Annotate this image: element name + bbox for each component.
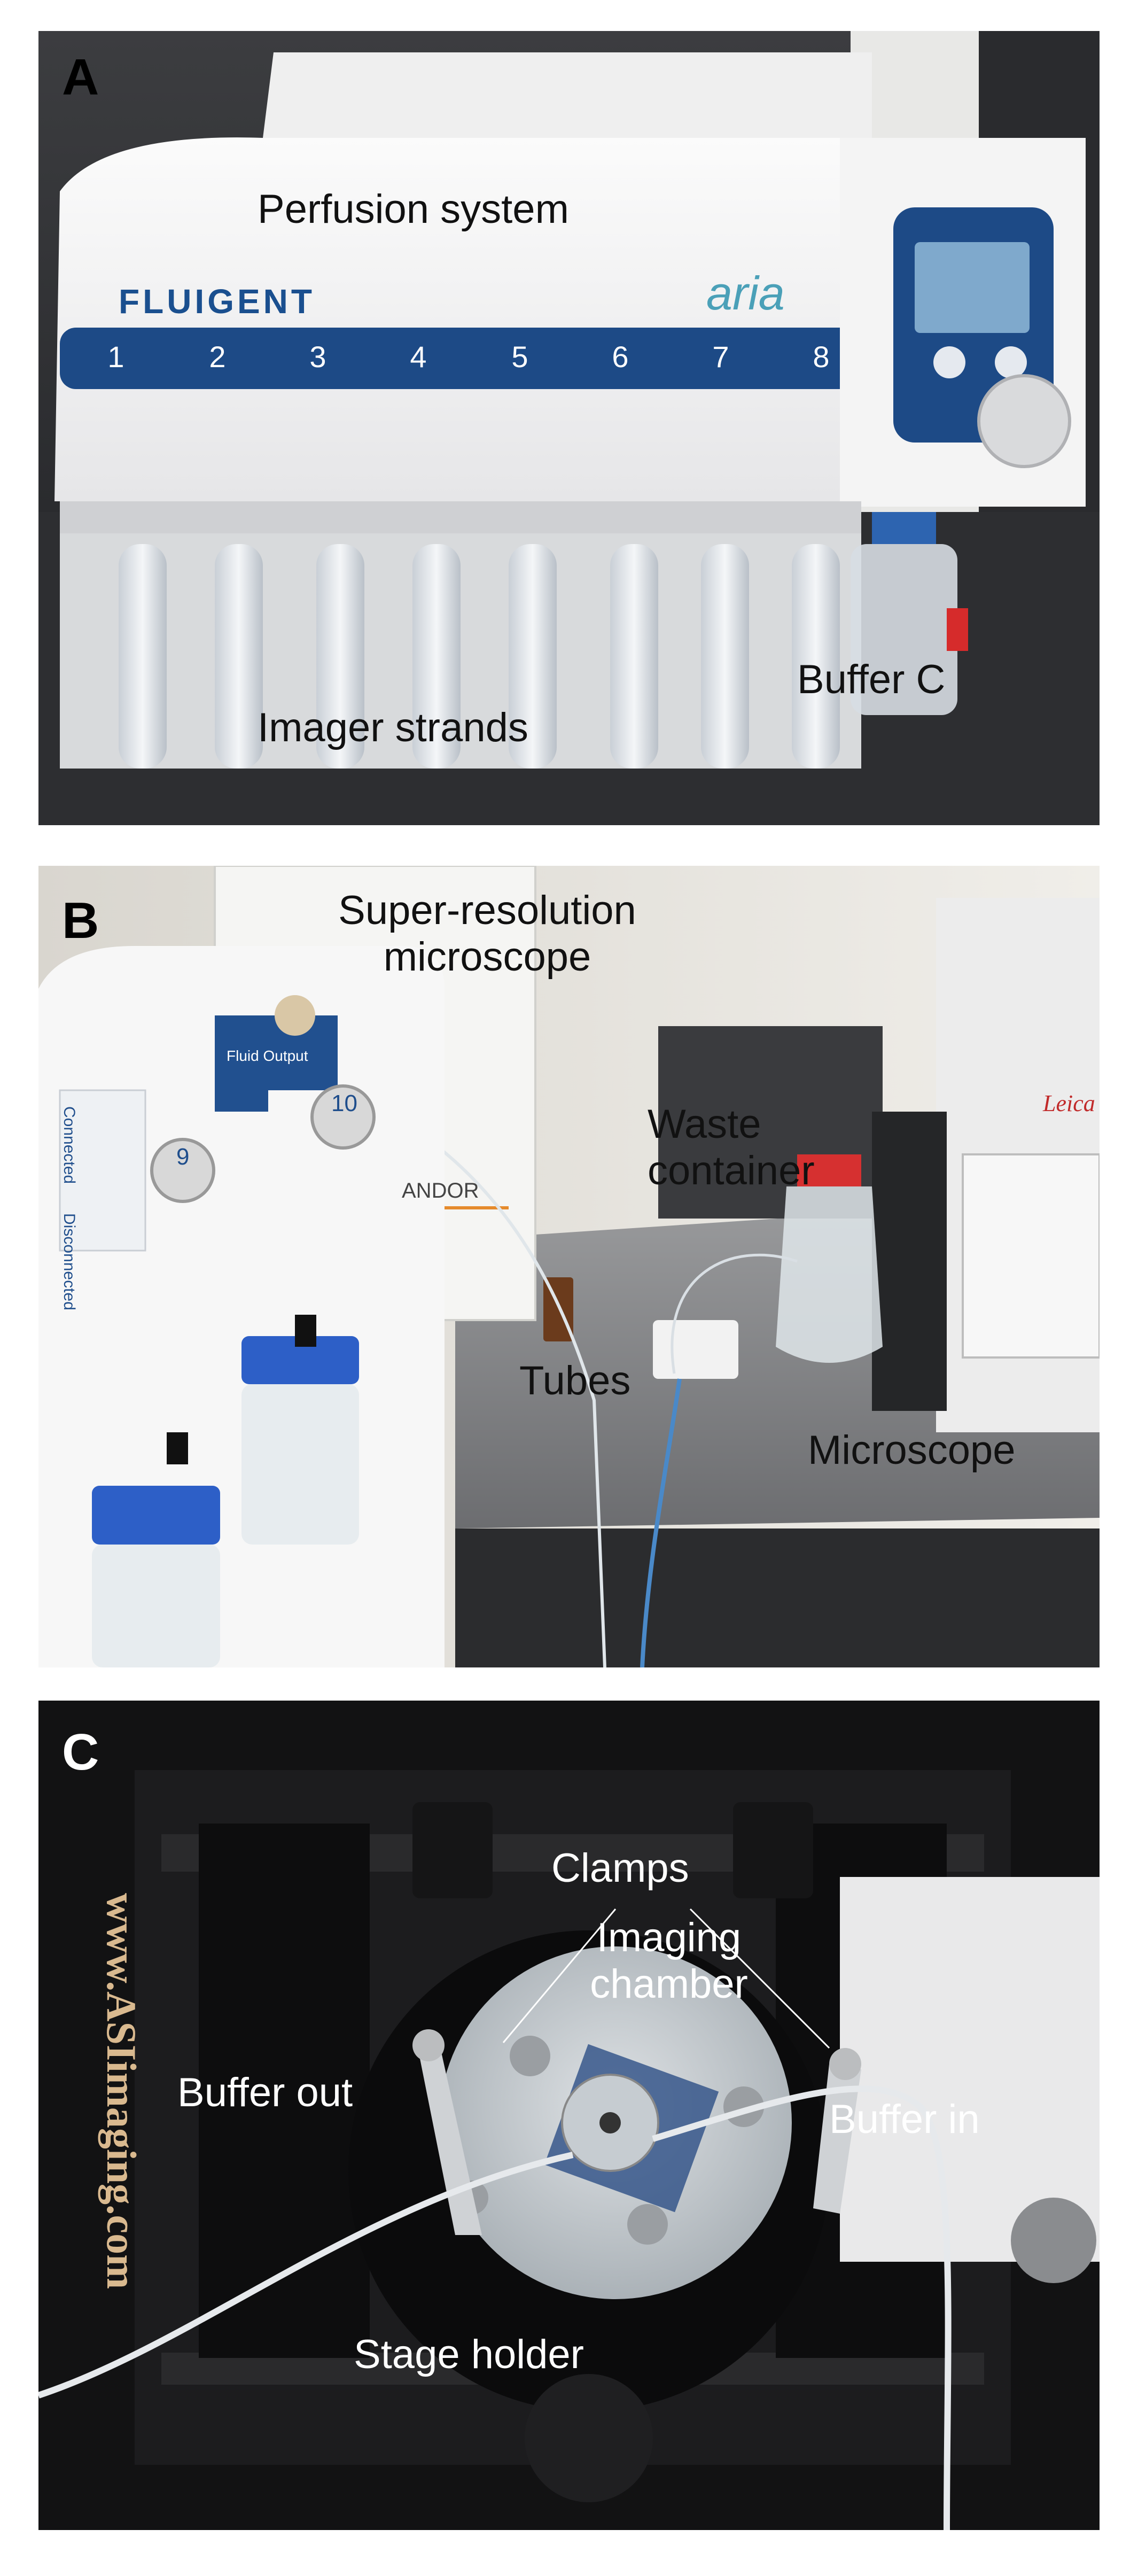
port-10-label: 10 [331,1090,357,1116]
panel-c: www.ASIimaging.com C Clamps Imaging cham… [38,1701,1100,2530]
super-resolution-microscope-label: Super-resolution microscope [338,888,636,980]
disconnected-label: Disconnected [60,1213,78,1310]
imager-strands-label: Imager strands [258,705,528,750]
aria-model-label: aria [706,267,785,320]
asi-imaging-watermark: www.ASIimaging.com [98,1893,145,2290]
panel-a: 1 2 3 4 5 6 7 8 FLUIGENT aria A Perfusio… [38,31,1100,825]
imaging-stage-photo [38,1701,1100,2530]
buffer-out-label: Buffer out [177,2070,353,2115]
perfusion-system-photo [38,31,1100,825]
channel-button-5: 5 [511,340,528,374]
channel-button-4: 4 [410,340,427,374]
leica-logo: Leica [1043,1090,1095,1116]
panel-letter-c: C [62,1724,99,1781]
fluigent-logo: FLUIGENT [119,282,315,321]
panel-letter-b: B [62,892,99,949]
panel-b: ANDOR Leica 9 10 Fluid Output Connected … [38,866,1100,1667]
channel-button-6: 6 [612,340,629,374]
microscope-label: Microscope [808,1427,1016,1473]
clamps-label: Clamps [551,1845,689,1891]
imaging-chamber-label: Imaging chamber [590,1915,748,2007]
port-9-label: 9 [176,1144,190,1170]
channel-button-2: 2 [209,340,226,374]
connected-label: Connected [60,1106,78,1184]
fluid-output-label: Fluid Output [227,1048,308,1064]
perfusion-system-label: Perfusion system [258,187,569,232]
channel-button-1: 1 [107,340,124,374]
waste-container-label: Waste container [648,1101,815,1194]
andor-logo: ANDOR [402,1179,479,1202]
channel-button-7: 7 [712,340,729,374]
buffer-c-label: Buffer C [797,657,946,702]
channel-button-8: 8 [813,340,830,374]
channel-button-3: 3 [309,340,326,374]
stage-holder-label: Stage holder [354,2332,584,2377]
tubes-label: Tubes [519,1358,631,1403]
microscope-setup-photo [38,866,1100,1667]
panel-letter-a: A [62,49,99,106]
buffer-in-label: Buffer in [829,2097,980,2142]
